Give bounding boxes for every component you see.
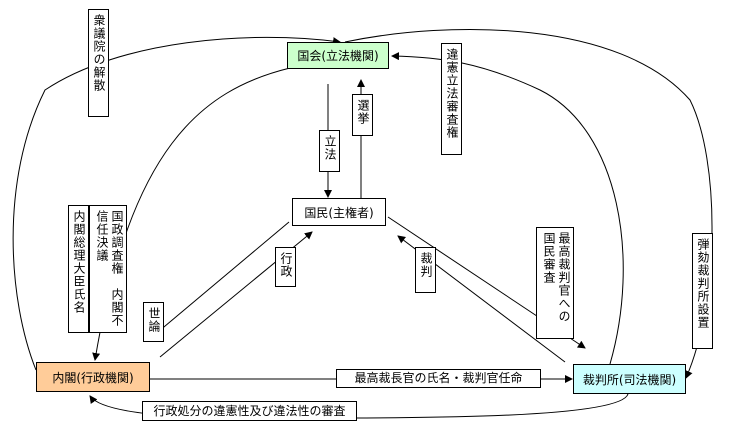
node-naikaku: 内閣(行政機関)	[36, 362, 150, 392]
node-kokkai: 国会(立法機関)	[287, 42, 389, 69]
arrow-impeachment	[344, 28, 713, 379]
arrow-judicial-review	[391, 52, 624, 365]
label-justice-review: 最高裁判官への国民審査	[536, 227, 574, 339]
label-election: 選挙	[352, 94, 373, 136]
node-kokumin: 国民(主権者)	[292, 198, 386, 226]
label-judiciary: 裁判	[415, 247, 436, 293]
arrow-public-opinion	[151, 221, 290, 338]
label-admin-disposition-review: 行政処分の違憲性及び違法性の審査	[142, 401, 357, 421]
label-dissolution: 衆議院の解散	[88, 9, 109, 117]
arrow-dissolution	[12, 36, 341, 371]
label-impeachment-court: 弾劾裁判所設置	[692, 233, 713, 349]
node-saibansho: 裁判所(司法機関)	[573, 364, 686, 394]
label-unconstitutional-review: 違憲立法審査権	[441, 43, 462, 155]
label-chief-justice-appointment: 最高裁長官の氏名・裁判官任命	[336, 369, 541, 388]
label-administration: 行政	[275, 247, 296, 287]
label-investigation-no-confidence: 国政調査権 内閣不信任決議	[89, 205, 127, 333]
label-pm-nomination: 内閣総理大臣氏名	[68, 205, 89, 333]
label-public-opinion: 世論	[143, 302, 164, 342]
label-legislation: 立法	[319, 130, 340, 172]
